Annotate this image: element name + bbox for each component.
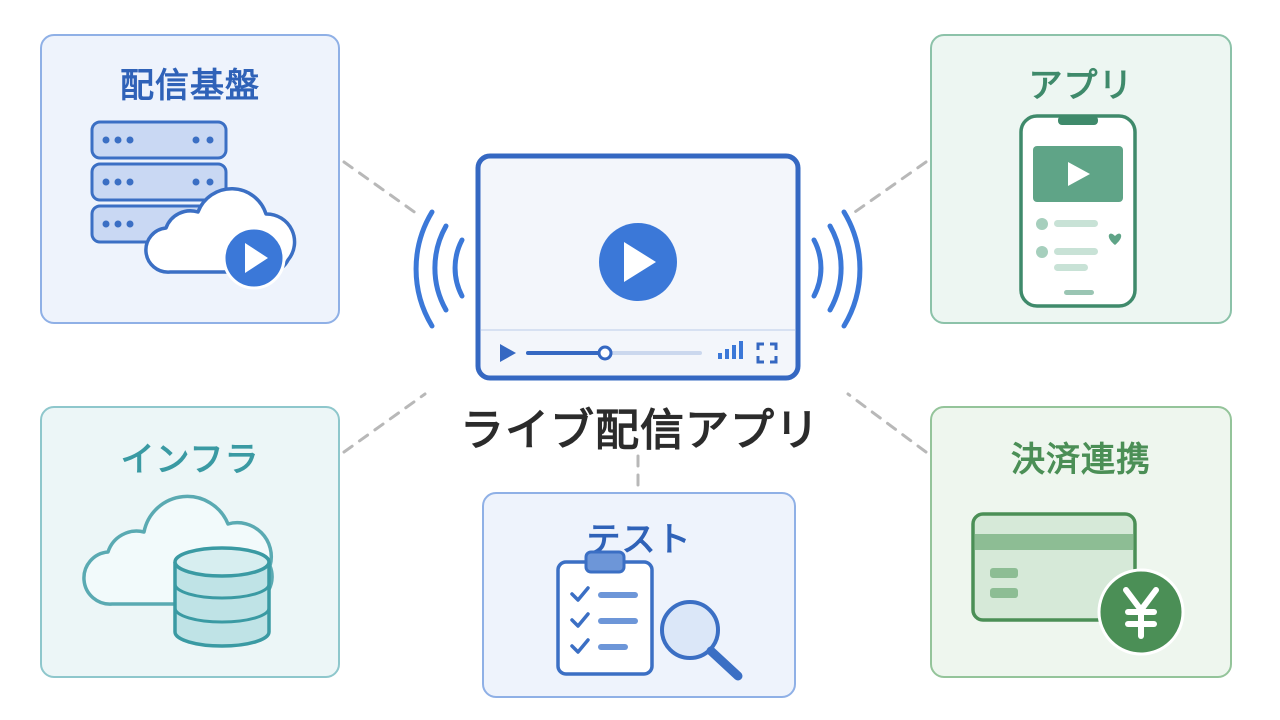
credit-card-yen-icon — [971, 512, 1185, 656]
signal-bars-icon — [718, 341, 743, 359]
server-cloud-play-icon — [90, 120, 297, 290]
connector-platform — [342, 160, 422, 218]
smartphone-video-icon — [1019, 114, 1137, 308]
card-title-app: アプリ — [1028, 66, 1134, 106]
cloud-database-icon — [82, 494, 274, 648]
card-title-payment-integration: 決済連携 — [1011, 440, 1151, 480]
fullscreen-icon — [756, 342, 778, 364]
connector-infra — [342, 392, 427, 454]
broadcast-waves-left-icon — [413, 209, 465, 329]
card-title-streaming-platform: 配信基盤 — [120, 66, 260, 106]
center-title: ライブ配信アプリ — [460, 405, 820, 456]
video-player-illustration — [475, 153, 801, 381]
connector-payment — [846, 392, 928, 454]
progress-handle — [597, 345, 613, 361]
broadcast-waves-right-icon — [811, 209, 863, 329]
card-title-infrastructure: インフラ — [120, 440, 260, 480]
play-button-icon — [599, 223, 677, 301]
small-play-icon — [500, 344, 516, 362]
connector-app — [850, 160, 928, 216]
clipboard-checklist-magnifier-icon — [556, 550, 743, 681]
